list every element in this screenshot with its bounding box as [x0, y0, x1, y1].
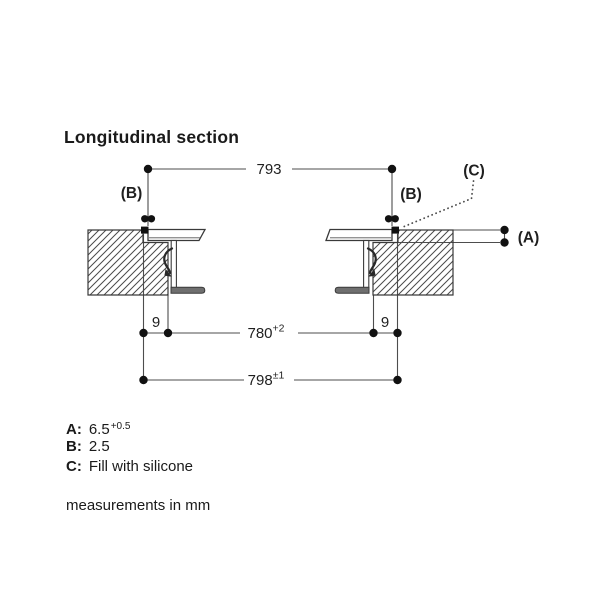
- dim-label-780: 780+2: [247, 323, 284, 343]
- leader-line-c: [399, 180, 475, 229]
- dimension-dots: [139, 164, 509, 385]
- legend-value-a: 6.5: [88, 421, 110, 438]
- cooktop-edge-right: [325, 228, 393, 242]
- dot-a: [500, 238, 509, 247]
- callout-b-right: (B): [400, 186, 422, 203]
- bracket-foot-right: [334, 286, 370, 294]
- spring-clip-arrow-left: [164, 268, 172, 277]
- legend-key-c: C:: [66, 458, 82, 475]
- dim-label-798: 798±1: [248, 370, 285, 390]
- callout-a: (A): [518, 230, 540, 247]
- dot: [143, 164, 153, 174]
- legend-row-b: B: 2.5: [66, 437, 193, 457]
- legend-row-c: C: Fill with silicone: [66, 457, 193, 477]
- legend-value-b: 2.5: [88, 438, 110, 455]
- callout-c: (C): [463, 163, 485, 180]
- dot: [369, 328, 378, 338]
- dot-b-right: [391, 215, 399, 223]
- legend-key-b: B:: [66, 438, 82, 455]
- dim-label-9-right: 9: [381, 314, 389, 331]
- dot-b-right: [384, 215, 393, 223]
- dot-b-left: [141, 215, 149, 223]
- dim-label-9-left: 9: [152, 314, 160, 331]
- dot-b-left: [147, 215, 156, 223]
- legend-value-c: Fill with silicone: [88, 458, 194, 475]
- dot: [393, 375, 402, 385]
- bracket-foot-left: [170, 286, 206, 294]
- legend-row-a: A: 6.5+0.5: [66, 417, 193, 438]
- legend-key-a: A:: [66, 421, 82, 438]
- dim-label-793: 793: [256, 161, 281, 178]
- dot-a: [500, 225, 509, 235]
- right-assembly: [325, 226, 454, 296]
- legend: A: 6.5+0.5 B: 2.5 C: Fill with silicone: [66, 417, 193, 477]
- dot: [387, 164, 397, 174]
- dot: [393, 328, 402, 338]
- footnote: measurements in mm: [66, 497, 211, 514]
- spring-clip-right: [366, 247, 377, 275]
- page-title: Longitudinal section: [64, 127, 240, 147]
- dot: [139, 328, 148, 338]
- dot: [139, 375, 148, 385]
- cooktop-edge-left: [147, 228, 207, 242]
- left-assembly: [87, 226, 207, 296]
- silicone-joint-right: [391, 226, 399, 234]
- legend-tolerance-a: +0.5: [110, 421, 131, 432]
- dot: [163, 328, 173, 338]
- silicone-joint-left: [141, 226, 149, 234]
- spring-clip-left: [163, 247, 174, 275]
- spring-clip-arrow-right: [368, 268, 376, 277]
- callout-b-left: (B): [121, 185, 143, 202]
